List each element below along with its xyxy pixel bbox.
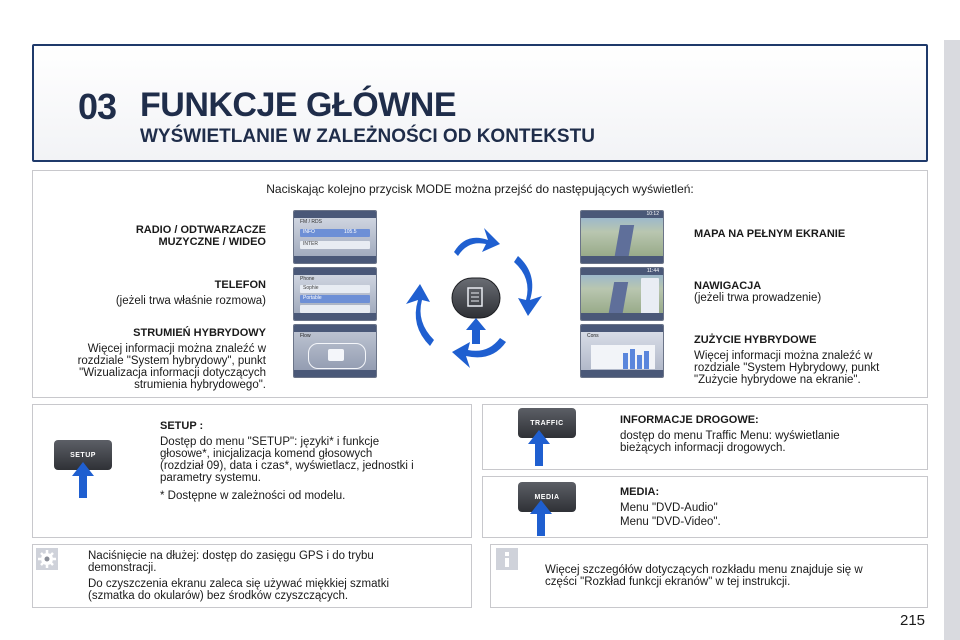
radio-screen-thumbnail: FM / RDS INFO 105.5 INTER (293, 210, 377, 264)
full-map-screen-thumbnail: 10:12 (580, 210, 664, 264)
tip-text: Naciśnięcie na dłużej: dostęp do zasięgu… (88, 550, 390, 602)
press-arrow-icon (466, 318, 486, 344)
mode-navigation-label: NAWIGACJA (jeżeli trwa prowadzenie) (694, 280, 822, 304)
setup-description: SETUP : Dostęp do menu "SETUP": języki* … (160, 420, 414, 502)
page-number: 215 (900, 612, 926, 629)
mode-full-map-label: MAPA NA PEŁNYM EKRANIE (694, 228, 846, 240)
media-description: MEDIA: Menu "DVD-Audio" Menu "DVD-Video"… (620, 486, 721, 528)
hybrid-flow-screen-thumbnail: Flow (293, 324, 377, 378)
mode-phone-label: TELEFON (jeżeli trwa właśnie rozmowa) (115, 279, 266, 307)
info-icon (496, 548, 518, 570)
navigation-screen-thumbnail: 11:44 (580, 267, 664, 321)
traffic-arrow-icon (528, 430, 550, 466)
chapter-header (32, 44, 928, 162)
mode-button-icon (451, 277, 501, 319)
tip-panel (32, 544, 472, 608)
arrow-right-icon (514, 256, 542, 316)
mode-hybrid-flow-label: STRUMIEŃ HYBRYDOWY Więcej informacji moż… (77, 327, 266, 391)
arrow-top-icon (454, 228, 500, 256)
hybrid-consumption-screen-thumbnail: Cons (580, 324, 664, 378)
setup-panel (32, 404, 472, 538)
mode-cycle-diagram (406, 228, 542, 368)
chapter-number: 03 (78, 86, 117, 127)
phone-screen-thumbnail: Phone Sophie Portable (293, 267, 377, 321)
chapter-title: FUNKCJE GŁÓWNE (140, 86, 457, 124)
arrow-bottom-icon (452, 338, 506, 368)
page-edge-stripe (944, 40, 960, 640)
chapter-subtitle: WYŚWIETLANIE W ZALEŻNOŚCI OD KONTEKSTU (140, 126, 595, 147)
gear-icon (36, 548, 58, 570)
info-panel (490, 544, 928, 608)
traffic-key: TRAFFIC (518, 408, 576, 438)
media-arrow-icon (530, 500, 552, 536)
intro-text: Naciskając kolejno przycisk MODE można p… (266, 182, 694, 196)
mode-hybrid-consumption-label: ZUŻYCIE HYBRYDOWE Więcej informacji możn… (694, 334, 880, 386)
media-key: MEDIA (518, 482, 576, 512)
setup-arrow-icon (72, 462, 94, 498)
info-text: Więcej szczegółów dotyczących rozkładu m… (545, 564, 863, 588)
mode-radio-label: RADIO / ODTWARZACZE MUZYCZNE / WIDEO (135, 224, 266, 248)
traffic-description: INFORMACJE DROGOWE: dostęp do menu Traff… (620, 414, 840, 454)
arrow-left-icon (406, 284, 434, 346)
